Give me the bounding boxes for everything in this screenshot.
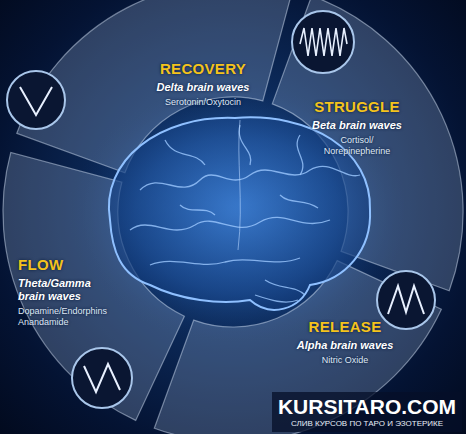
theta-wave bbox=[84, 364, 120, 392]
cycle-stage-band: FLOW Theta/Gamma brain wavesDopamine/Endo… bbox=[18, 256, 168, 328]
wave-icon bbox=[292, 11, 354, 73]
cycle-ring bbox=[3, 0, 463, 434]
brain-wave-type: Delta brain waves bbox=[118, 81, 288, 94]
watermark-banner: KURSITARO.COMСЛИВ КУРСОВ ПО ТАРО И ЭЗОТЕ… bbox=[272, 392, 462, 432]
brain-wave-type: Beta brain waves bbox=[282, 119, 432, 132]
delta-wave bbox=[20, 87, 52, 115]
cycle-stage-band: RECOVERY Delta brain wavesSerotonin/Oxyto… bbox=[118, 60, 288, 108]
stage-heading: RELEASE bbox=[270, 318, 420, 336]
wave-icon bbox=[377, 271, 435, 329]
brain-wave-type: Alpha brain waves bbox=[270, 339, 420, 352]
neurochemicals: Cortisol/ Norepinepherine bbox=[310, 135, 405, 157]
stage-heading: FLOW bbox=[18, 256, 168, 274]
wave-icon bbox=[72, 348, 132, 408]
neurochemicals: Serotonin/Oxytocin bbox=[118, 97, 288, 108]
watermark: KURSITARO.COM bbox=[274, 395, 460, 419]
brain-fissure bbox=[238, 120, 240, 250]
alpha-wave bbox=[388, 286, 424, 314]
brain-wave-type: Theta/Gamma brain waves bbox=[18, 277, 110, 303]
stage-heading: RECOVERY bbox=[118, 60, 288, 78]
neurochemicals: Nitric Oxide bbox=[270, 355, 420, 366]
neurochemicals: Dopamine/Endorphins Anandamide bbox=[18, 306, 128, 328]
watermark-subtitle: СЛИВ КУРСОВ ПО ТАРО И ЭЗОТЕРИКЕ bbox=[274, 419, 460, 429]
cycle-stage-band: STRUGGLE Beta brain wavesCortisol/ Norepi… bbox=[282, 98, 432, 157]
beta-wave bbox=[300, 28, 347, 56]
wave-icons bbox=[7, 11, 435, 408]
cycle-stage-band: RELEASE Alpha brain wavesNitric Oxide bbox=[270, 318, 420, 366]
wave-icon bbox=[7, 71, 65, 129]
stage-heading: STRUGGLE bbox=[282, 98, 432, 116]
